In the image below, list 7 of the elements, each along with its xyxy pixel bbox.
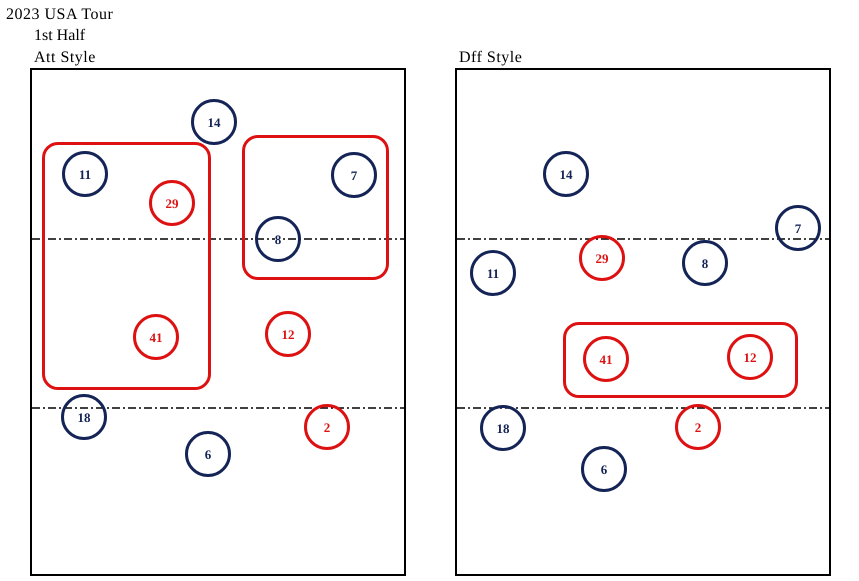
group-frame bbox=[563, 322, 798, 398]
title: 2023 USA Tour bbox=[6, 5, 114, 25]
panel-heading: Dff Style bbox=[459, 48, 522, 68]
group-frame bbox=[42, 142, 211, 390]
half-label: 1st Half bbox=[34, 26, 86, 46]
panel-heading: Att Style bbox=[34, 48, 96, 68]
group-frame bbox=[242, 135, 389, 280]
